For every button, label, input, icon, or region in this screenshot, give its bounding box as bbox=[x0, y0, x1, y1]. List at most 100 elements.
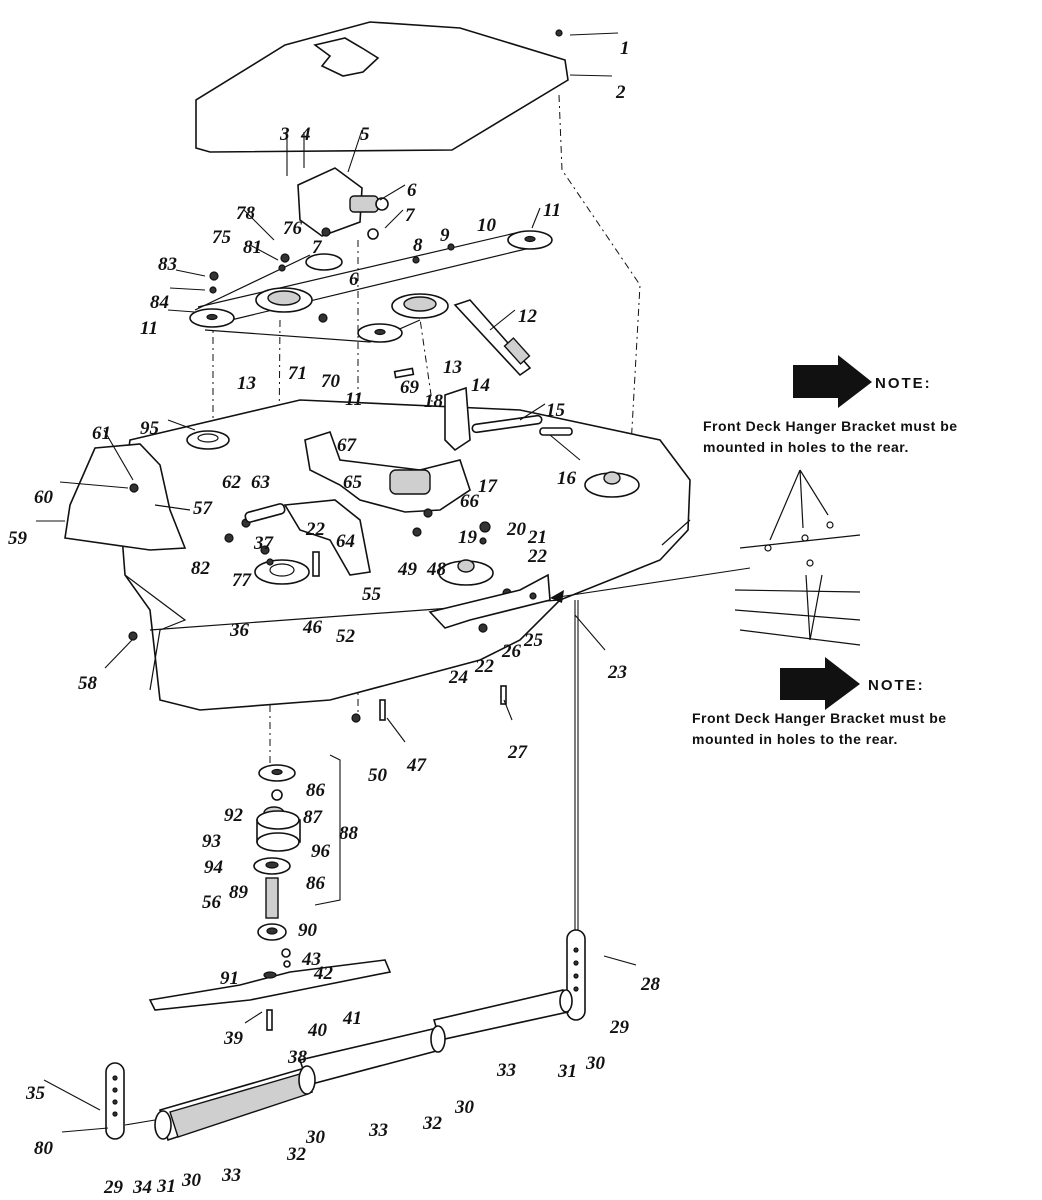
part-callout-32: 32 bbox=[422, 1113, 443, 1134]
drive-belt bbox=[194, 231, 531, 343]
part-callout-7: 7 bbox=[405, 205, 416, 226]
part-callout-19: 19 bbox=[458, 527, 478, 548]
note-arrow-2 bbox=[780, 657, 860, 710]
part-callout-29: 29 bbox=[103, 1177, 124, 1198]
discharge-chute bbox=[64, 443, 191, 551]
part-callout-80: 80 bbox=[34, 1138, 54, 1159]
part-callout-58: 58 bbox=[78, 673, 98, 694]
part-callout-35: 35 bbox=[25, 1083, 46, 1104]
part-callout-2: 2 bbox=[615, 82, 626, 103]
part-callout-69: 69 bbox=[400, 377, 420, 398]
note-arrow-1 bbox=[793, 355, 872, 408]
deck-detail-inset bbox=[550, 469, 861, 646]
part-callout-39: 39 bbox=[223, 1028, 244, 1049]
note-2-line-1: Front Deck Hanger Bracket must be bbox=[692, 710, 947, 726]
part-callout-62: 62 bbox=[222, 472, 242, 493]
part-callout-75: 75 bbox=[212, 227, 232, 248]
part-callout-55: 55 bbox=[362, 584, 382, 605]
part-callout-30: 30 bbox=[585, 1053, 606, 1074]
part-callout-88: 88 bbox=[339, 823, 359, 844]
part-callout-11: 11 bbox=[543, 200, 561, 221]
part-callout-81: 81 bbox=[243, 237, 262, 258]
part-callout-22: 22 bbox=[305, 519, 326, 540]
note-2-line-2: mounted in holes to the rear. bbox=[692, 731, 898, 747]
part-callout-66: 66 bbox=[460, 491, 480, 512]
part-callout-30: 30 bbox=[181, 1170, 202, 1191]
part-callout-91: 91 bbox=[220, 968, 239, 989]
note-1: NOTE: Front Deck Hanger Bracket must be … bbox=[703, 375, 958, 455]
part-callout-86: 86 bbox=[306, 780, 326, 801]
deck-spindle-mounts bbox=[254, 471, 640, 586]
part-callout-29: 29 bbox=[609, 1017, 630, 1038]
part-callout-14: 14 bbox=[471, 375, 490, 396]
part-callout-59: 59 bbox=[8, 528, 28, 549]
part-callout-31: 31 bbox=[557, 1061, 577, 1082]
part-callout-93: 93 bbox=[202, 831, 221, 852]
note-1-line-1: Front Deck Hanger Bracket must be bbox=[703, 418, 958, 434]
part-callout-31: 31 bbox=[156, 1176, 176, 1197]
part-callout-42: 42 bbox=[313, 963, 334, 984]
part-callout-10: 10 bbox=[477, 215, 497, 236]
part-callout-41: 41 bbox=[342, 1008, 362, 1029]
part-callout-32: 32 bbox=[286, 1144, 307, 1165]
part-callout-76: 76 bbox=[283, 218, 303, 239]
part-callout-83: 83 bbox=[158, 254, 177, 275]
note-1-title: NOTE: bbox=[875, 375, 932, 392]
drive-shaft bbox=[453, 299, 532, 377]
part-callout-60: 60 bbox=[34, 487, 54, 508]
gauge-wheel-roller bbox=[105, 600, 586, 1142]
part-callout-16: 16 bbox=[557, 468, 577, 489]
part-callout-43: 43 bbox=[301, 949, 321, 970]
part-callout-47: 47 bbox=[406, 755, 428, 776]
part-callout-11: 11 bbox=[345, 389, 363, 410]
pulleys bbox=[189, 230, 553, 343]
part-callout-24: 24 bbox=[448, 667, 468, 688]
part-callout-92: 92 bbox=[224, 805, 244, 826]
gearbox bbox=[297, 167, 389, 240]
part-callout-89: 89 bbox=[229, 882, 249, 903]
part-callout-30: 30 bbox=[305, 1127, 326, 1148]
part-callout-22: 22 bbox=[474, 656, 495, 677]
part-callout-96: 96 bbox=[311, 841, 331, 862]
part-callout-9: 9 bbox=[440, 225, 450, 246]
part-callout-37: 37 bbox=[253, 533, 275, 554]
part-callout-40: 40 bbox=[307, 1020, 328, 1041]
part-callout-33: 33 bbox=[368, 1120, 388, 1141]
idler-bracket bbox=[283, 386, 573, 576]
part-callout-90: 90 bbox=[298, 920, 318, 941]
part-callout-84: 84 bbox=[150, 292, 169, 313]
part-callout-33: 33 bbox=[496, 1060, 516, 1081]
leader-lines bbox=[36, 32, 637, 1133]
part-callout-63: 63 bbox=[251, 472, 270, 493]
part-callout-12: 12 bbox=[518, 306, 538, 327]
part-callout-3: 3 bbox=[279, 124, 290, 145]
note-2-title: NOTE: bbox=[868, 677, 925, 694]
part-callout-13: 13 bbox=[237, 373, 256, 394]
part-callout-78: 78 bbox=[236, 203, 256, 224]
part-callout-8: 8 bbox=[413, 235, 423, 256]
part-callout-34: 34 bbox=[132, 1177, 152, 1198]
part-callout-77: 77 bbox=[232, 570, 253, 591]
part-callout-49: 49 bbox=[397, 559, 418, 580]
part-callout-52: 52 bbox=[336, 626, 356, 647]
part-callout-18: 18 bbox=[424, 391, 444, 412]
part-callout-67: 67 bbox=[337, 435, 358, 456]
part-callout-33: 33 bbox=[221, 1165, 241, 1186]
part-callout-25: 25 bbox=[523, 630, 544, 651]
mower-blade bbox=[148, 959, 392, 1031]
part-callout-70: 70 bbox=[321, 371, 341, 392]
mower-deck bbox=[119, 399, 691, 711]
part-callout-27: 27 bbox=[507, 742, 529, 763]
part-callout-23: 23 bbox=[607, 662, 627, 683]
part-callout-64: 64 bbox=[336, 531, 355, 552]
part-callout-21: 21 bbox=[527, 527, 547, 548]
part-callout-6: 6 bbox=[407, 180, 417, 201]
part-callout-56: 56 bbox=[202, 892, 222, 913]
part-callout-26: 26 bbox=[501, 641, 522, 662]
part-callout-86: 86 bbox=[306, 873, 326, 894]
part-callout-1: 1 bbox=[620, 38, 630, 59]
part-callout-48: 48 bbox=[426, 559, 447, 580]
part-callout-11: 11 bbox=[140, 318, 158, 339]
